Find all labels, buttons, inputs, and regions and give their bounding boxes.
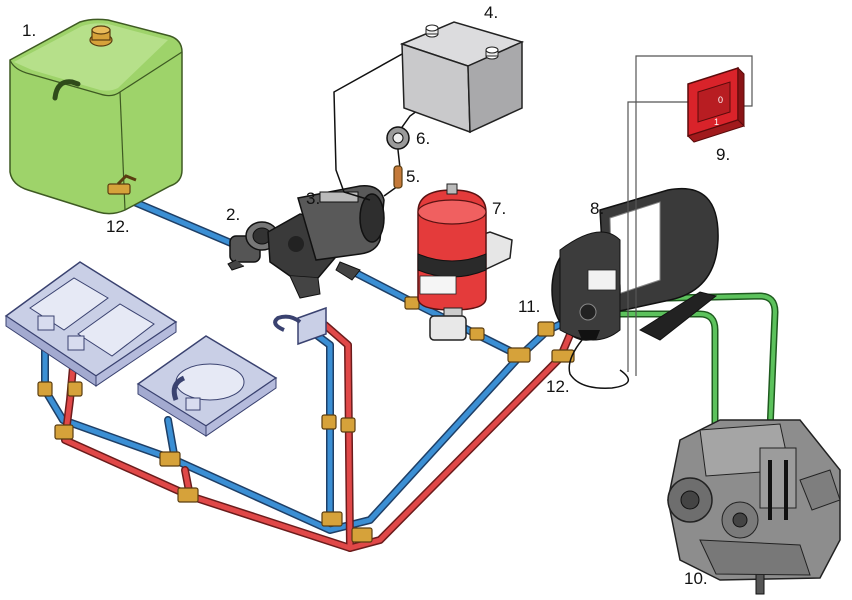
tee-fitting xyxy=(321,511,343,527)
engine xyxy=(667,419,841,595)
switch-cable xyxy=(627,55,753,376)
sink-tap xyxy=(37,315,55,331)
battery-terminal-icon xyxy=(425,24,439,38)
label-heater-valve-12: 12. xyxy=(546,377,570,396)
tee-fitting xyxy=(177,487,199,503)
battery-terminal-icon xyxy=(485,46,499,60)
switch-on-mark: 1 xyxy=(714,117,719,127)
switch-off-mark: 0 xyxy=(718,95,723,105)
fitting xyxy=(469,327,485,341)
elbow-fitting xyxy=(54,424,74,440)
fitting-11 xyxy=(537,321,555,337)
label-pump: 3. xyxy=(306,189,321,208)
basin-faucet xyxy=(171,375,186,401)
pipe-fittings xyxy=(37,296,575,543)
heater-label xyxy=(587,269,617,291)
shower-head-icon xyxy=(273,314,302,332)
label-fuse: 5. xyxy=(406,167,421,186)
accumulator-tee xyxy=(429,315,467,341)
tee-fitting xyxy=(507,347,531,363)
label-rocker-switch: 9. xyxy=(716,145,731,164)
fitting xyxy=(67,381,83,397)
tank-handle xyxy=(52,79,81,101)
heater-power-cable xyxy=(568,339,629,389)
valve-12-right xyxy=(551,349,575,363)
battery xyxy=(399,21,525,134)
rocker-switch: 0 1 xyxy=(687,66,745,143)
accumulator-label xyxy=(419,275,457,295)
coolant-pipes xyxy=(576,292,779,434)
water-pump xyxy=(267,185,385,299)
label-tank: 1. xyxy=(22,21,37,40)
fitting xyxy=(321,414,337,430)
tee-fitting xyxy=(351,527,373,543)
sink-tap xyxy=(67,335,85,351)
label-engine: 10. xyxy=(684,569,708,588)
label-battery: 4. xyxy=(484,3,499,22)
double-sink xyxy=(4,261,178,387)
shower-fitting xyxy=(273,306,327,346)
water-heater xyxy=(551,187,719,389)
pressure-switch xyxy=(386,126,410,150)
fitting xyxy=(37,381,53,397)
label-accumulator: 7. xyxy=(492,199,507,218)
water-tank xyxy=(9,18,183,215)
fitting xyxy=(340,417,356,433)
basin xyxy=(136,335,278,437)
label-pressure-switch: 6. xyxy=(416,129,431,148)
tee-fitting xyxy=(159,451,181,467)
tank-outlet-valve-12 xyxy=(107,174,137,195)
label-fitting-11: 11. xyxy=(518,297,541,316)
fitting xyxy=(404,296,420,310)
label-strainer: 2. xyxy=(226,205,241,224)
hot-water-pipes xyxy=(61,276,576,552)
inline-fuse xyxy=(393,165,403,189)
label-water-heater: 8. xyxy=(590,199,605,218)
accumulator-tank xyxy=(417,183,513,341)
label-tank-valve-12: 12. xyxy=(106,217,130,236)
